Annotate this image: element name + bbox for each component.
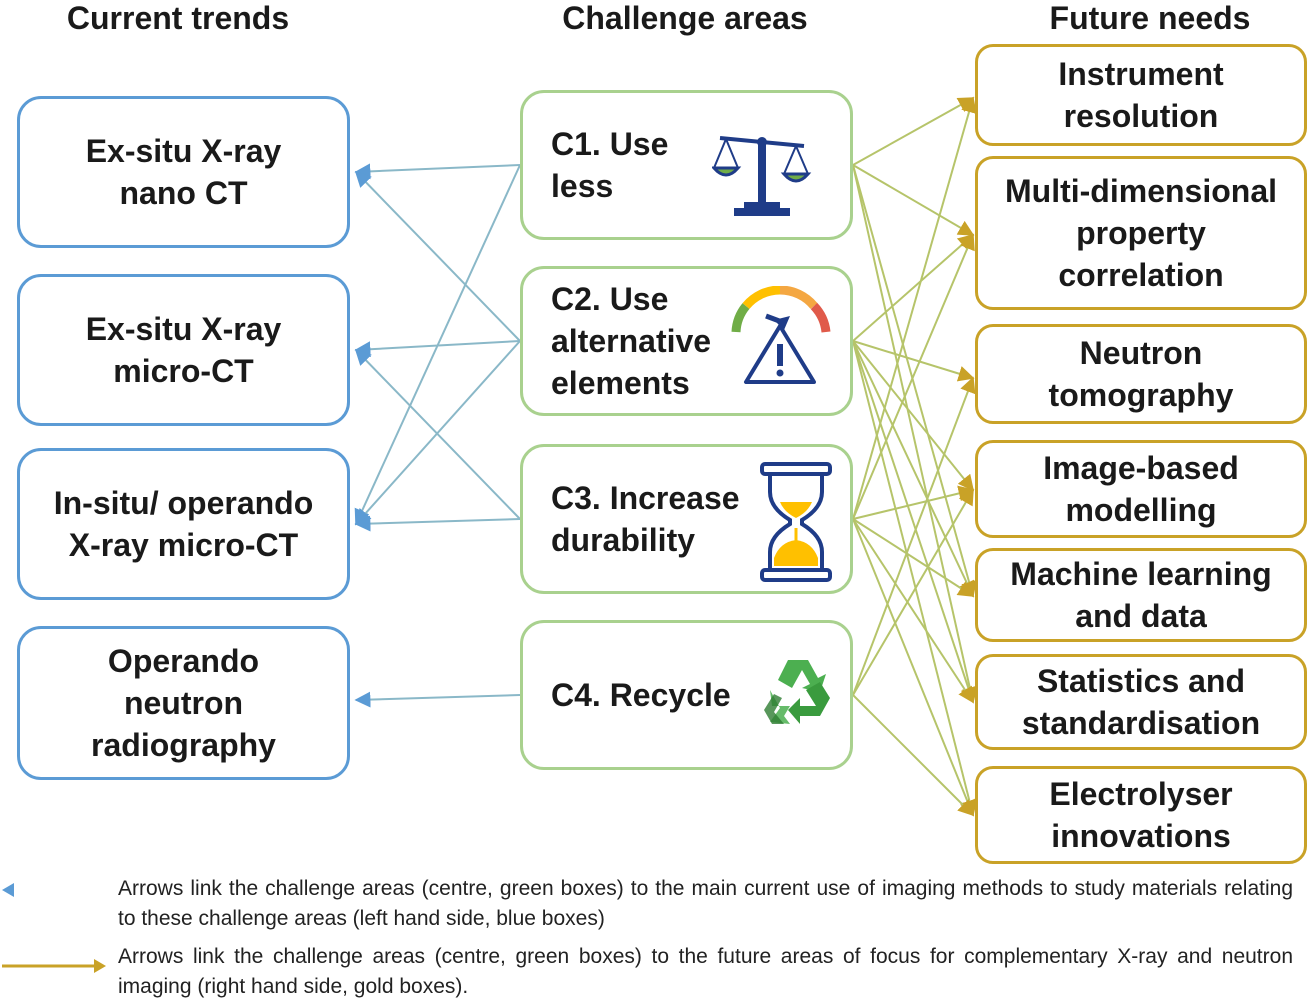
future-need-box: Instrument resolution [975,44,1307,146]
header-future-needs: Future needs [1049,0,1251,36]
current-link-arrow [354,170,521,342]
future-link-arrow [852,518,975,597]
future-link-arrow [852,340,978,817]
future-need-box: Neutron tomography [975,324,1307,424]
future-link-arrow [852,488,974,696]
future-need-label: Machine learning and data [1010,556,1272,634]
future-need-box: Multi-dimensional property correlation [975,156,1307,310]
future-link-arrow [852,340,975,382]
future-need-box: Machine learning and data [975,548,1307,642]
challenge-box-c1: C1. Use less [520,90,853,240]
future-need-box: Image-based modelling [975,440,1307,538]
header-challenge-areas: Challenge areas [562,0,808,36]
future-links-group [852,96,978,817]
future-link-arrow [852,694,975,817]
future-link-arrow [852,340,977,704]
legend-blue-arrow-icon [2,883,104,897]
current-trend-label: In-situ/ operando X-ray micro-CT [53,485,314,563]
scale-icon [712,136,812,216]
current-link-arrow [354,340,521,526]
header-current-trends: Current trends [66,0,290,36]
challenge-label: C2. Use alternative elements [551,281,712,401]
future-link-arrow [852,376,976,696]
current-trend-box: Operando neutron radiography [17,626,350,780]
future-link-arrow [852,485,975,520]
future-link-arrow [852,233,975,342]
legend-gold-arrow-icon [2,959,106,973]
future-link-arrow [852,518,974,704]
hourglass-icon [760,462,832,582]
recycle-icon [764,660,830,724]
future-need-label: Electrolyser innovations [1049,776,1233,854]
challenge-label: C3. Increase durability [551,480,740,558]
future-need-box: Electrolyser innovations [975,766,1307,864]
current-link-arrow [354,348,521,520]
current-link-arrow [354,515,521,532]
current-trend-label: Operando neutron radiography [91,643,276,763]
current-link-arrow [354,691,521,708]
legend-future: Arrows link the challenge areas (centre,… [118,945,1293,998]
future-need-box: Statistics and standardisation [975,654,1307,750]
future-need-label: Image-based modelling [1043,450,1239,528]
future-need-label: Statistics and standardisation [1021,663,1261,741]
future-link-arrow [852,97,975,166]
warning-gauge-icon [731,286,831,384]
future-link-arrow [852,233,975,520]
current-trend-box: Ex-situ X-ray nano CT [17,96,350,248]
future-need-label: Instrument resolution [1058,56,1224,134]
future-need-label: Multi-dimensional property correlation [1005,173,1277,293]
challenge-box-c4: C4. Recycle [520,620,853,770]
current-trend-box: In-situ/ operando X-ray micro-CT [17,448,350,600]
challenge-label: C4. Recycle [551,677,731,713]
future-link-arrow [852,340,975,598]
current-link-arrow [354,163,521,180]
current-trend-label: Ex-situ X-ray nano CT [85,133,282,211]
future-link-arrow [852,96,977,520]
future-link-arrow [852,340,975,492]
current-trend-box: Ex-situ X-ray micro-CT [17,274,350,426]
legend-current: Arrows link the challenge areas (centre,… [118,877,1293,930]
future-link-arrow [852,164,975,236]
current-trend-label: Ex-situ X-ray micro-CT [85,311,282,389]
current-link-arrow [354,340,521,358]
future-need-label: Neutron tomography [1048,335,1234,413]
future-link-arrow [852,518,976,817]
challenge-label: C1. Use less [551,126,669,204]
future-link-arrow [852,164,978,704]
current-links-group [354,163,521,708]
